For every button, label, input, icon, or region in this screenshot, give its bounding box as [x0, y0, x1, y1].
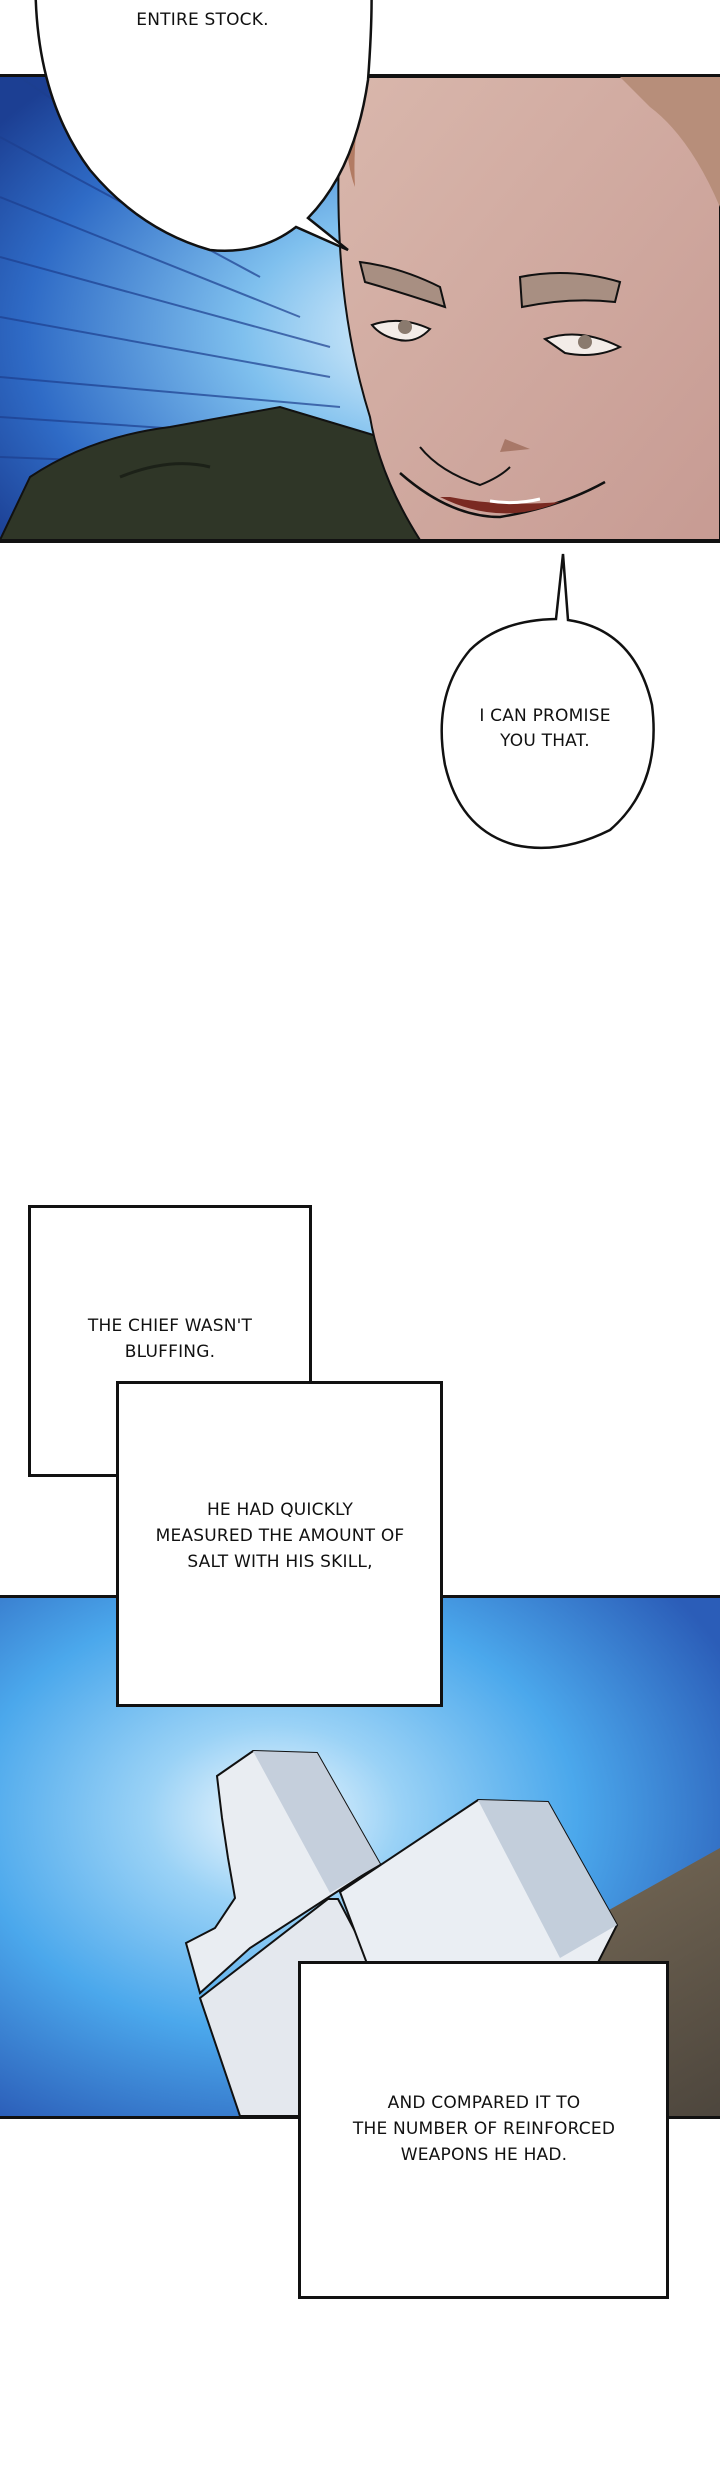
caption-text-chief-bluffing: THE CHIEF WASN'T BLUFFING.: [87, 1316, 253, 1362]
speech-bubble-promise: [440, 553, 655, 850]
caption-box-compared-weapons: [298, 1961, 669, 2299]
bubble-shape: [440, 553, 655, 850]
caption-text-measured-salt: HE HAD QUICKLY MEASURED THE AMOUNT OF SA…: [155, 1500, 405, 1572]
panel-chief-face: [0, 74, 720, 543]
chief-face-illustration: [0, 77, 720, 540]
caption-merge-fill: [119, 1384, 309, 1474]
bubble-text-entire-stock: ENTIRE STOCK.: [136, 10, 269, 30]
bubble-text-promise: I CAN PROMISE YOU THAT.: [479, 706, 611, 751]
speech-bubble-entire-stock: [34, 0, 373, 252]
caption-text-compared-weapons: AND COMPARED IT TO THE NUMBER OF REINFOR…: [352, 2093, 616, 2165]
bubble-shape: [34, 0, 373, 252]
